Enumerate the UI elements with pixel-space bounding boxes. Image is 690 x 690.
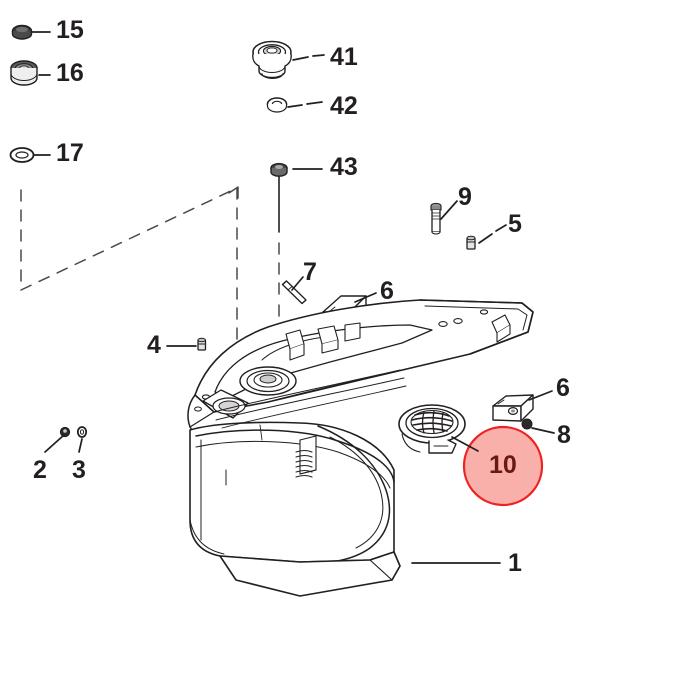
part-6-anode-block-right <box>492 394 534 422</box>
guide-arrowhead <box>228 186 239 199</box>
leader-lines <box>31 31 555 564</box>
callout-label-42[interactable]: 42 <box>330 92 358 120</box>
highlight-label-10[interactable]: 10 <box>489 451 517 479</box>
callout-label-6-right[interactable]: 6 <box>556 374 570 402</box>
part-9-bolt <box>430 202 442 235</box>
callout-label-5[interactable]: 5 <box>508 210 522 238</box>
part-4-plug <box>197 337 207 351</box>
callout-label-43[interactable]: 43 <box>330 153 358 181</box>
callout-label-6-upper[interactable]: 6 <box>380 277 394 305</box>
callout-label-41[interactable]: 41 <box>330 43 358 71</box>
callout-label-1[interactable]: 1 <box>508 549 522 577</box>
callout-label-8[interactable]: 8 <box>557 421 571 449</box>
callout-label-17[interactable]: 17 <box>56 139 84 167</box>
callout-label-3[interactable]: 3 <box>72 456 86 484</box>
assembly-guide-dashed-lines <box>20 187 238 404</box>
part-15-seal <box>11 24 33 40</box>
part-3-washer-small <box>76 426 88 438</box>
part-8-ball <box>521 418 533 430</box>
highlight-circle-part-10[interactable] <box>462 425 544 507</box>
callout-label-7[interactable]: 7 <box>303 258 317 286</box>
part-7-dowel-pin <box>281 280 307 305</box>
callout-label-4[interactable]: 4 <box>147 331 161 359</box>
part-10-water-intake-screen <box>398 404 466 454</box>
callout-label-2[interactable]: 2 <box>33 456 47 484</box>
highlight-leader-line <box>451 436 479 452</box>
part-1-gearcase-housing <box>187 299 534 597</box>
part-5-screw <box>466 235 476 250</box>
callout-label-16[interactable]: 16 <box>56 59 84 87</box>
callout-label-15[interactable]: 15 <box>56 16 84 44</box>
part-41-bearing-carrier-cap <box>252 40 292 79</box>
part-2-screw-small <box>59 426 71 438</box>
part-17-o-ring <box>9 147 35 163</box>
part-16-bushing <box>10 60 38 86</box>
part-43-shift-rod-pin <box>270 162 288 233</box>
part-42-washer <box>266 97 288 113</box>
callout-label-9[interactable]: 9 <box>458 183 472 211</box>
